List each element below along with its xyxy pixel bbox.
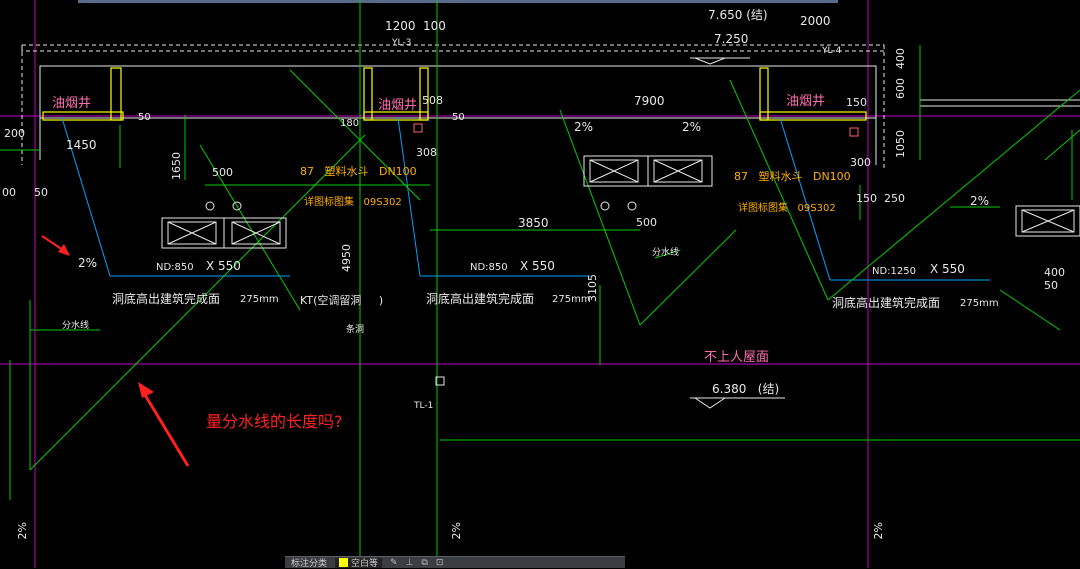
shaft-boxes	[42, 67, 867, 121]
drainage-slope-lines	[61, 117, 990, 281]
window-top-strip	[78, 0, 838, 3]
red-arrow-annotations	[41, 235, 190, 467]
layer-color-swatch	[339, 558, 349, 567]
edit-tool-icon[interactable]: ✎	[390, 557, 398, 568]
status-left-text[interactable]: 标注分类	[291, 559, 328, 569]
layer-status-bar: 标注分类 空白等 ✎ ⊥ ⧉ ⊡	[285, 556, 625, 569]
copy-tool-icon[interactable]: ⧉	[421, 557, 428, 568]
perpendicular-tool-icon[interactable]: ⊥	[405, 557, 414, 568]
elevation-markers	[690, 57, 785, 409]
layer-name: 空白等	[351, 559, 379, 569]
frame-tool-icon[interactable]: ⊡	[435, 557, 444, 568]
vent-boxes	[161, 123, 1080, 386]
layer-dropdown[interactable]: 空白等	[335, 557, 383, 569]
roof-outline	[21, 44, 1080, 170]
